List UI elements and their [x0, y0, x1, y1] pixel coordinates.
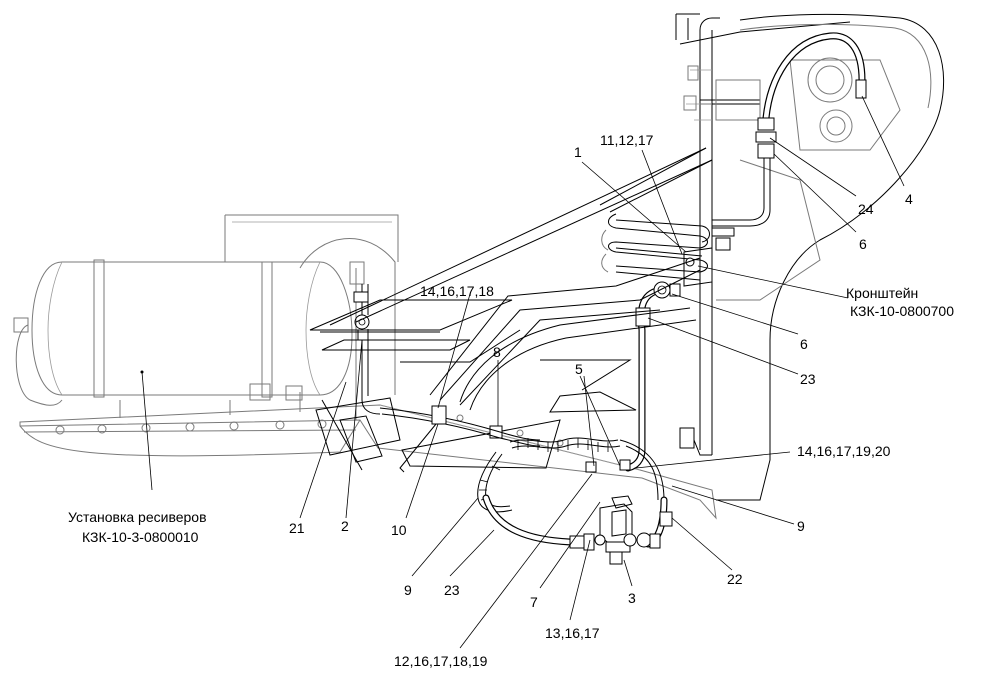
- callout-8: 8: [493, 344, 501, 360]
- callout-4: 4: [905, 191, 913, 207]
- air-receiver-tank: [13, 214, 399, 420]
- receivers-label-line2: КЗК-10-3-0800010: [82, 529, 199, 545]
- callout-14-16-17-19-20: 14,16,17,19,20: [797, 443, 891, 459]
- callout-13-16-17: 13,16,17: [545, 625, 600, 641]
- pipe-10: [379, 405, 541, 473]
- callout-9-right: 9: [797, 518, 805, 534]
- hose-23-upper: [624, 281, 681, 472]
- callout-3: 3: [628, 590, 636, 606]
- callout-7: 7: [530, 594, 538, 610]
- callout-22: 22: [727, 571, 743, 587]
- callout-6-top: 6: [859, 236, 867, 252]
- hose-24: [712, 32, 867, 227]
- callout-23-bottom: 23: [444, 582, 460, 598]
- callout-24: 24: [858, 201, 874, 217]
- callout-10: 10: [391, 522, 407, 538]
- cab-frame: [675, 13, 945, 501]
- corrugated-hose-9: [477, 425, 665, 513]
- callout-21: 21: [289, 520, 305, 536]
- receivers-label-line1: Установка ресиверов: [68, 509, 207, 525]
- callout-11-12-17: 11,12,17: [600, 132, 654, 148]
- callout-5: 5: [575, 361, 583, 377]
- callout-12-16-17-18-19: 12,16,17,18,19: [394, 653, 488, 669]
- frame-rail: [19, 404, 717, 520]
- leader-lines: [140, 95, 905, 649]
- pressure-regulator-3: [594, 495, 661, 565]
- assembly-outline-planes: [309, 147, 713, 471]
- callout-2: 2: [341, 518, 349, 534]
- callout-9-left: 9: [404, 582, 412, 598]
- callout-6-mid: 6: [800, 336, 808, 352]
- coil-hose-1: [601, 213, 735, 281]
- callout-1: 1: [574, 144, 582, 160]
- bracket-label-line1: Кронштейн: [846, 285, 919, 301]
- bracket-label-line2: КЗК-10-0800700: [850, 303, 955, 319]
- bracket-plate: [683, 247, 713, 287]
- callout-14-16-17-18: 14,16,17,18: [420, 283, 494, 299]
- callout-23-right: 23: [800, 371, 816, 387]
